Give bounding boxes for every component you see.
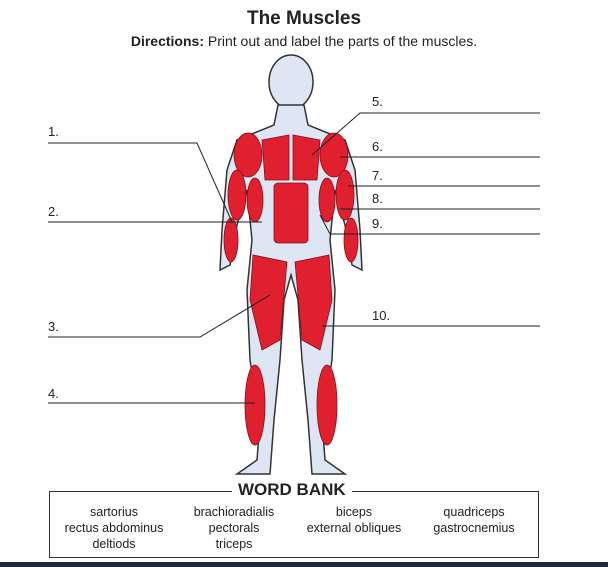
- directions-label: Directions:: [130, 33, 204, 49]
- word: sartorius: [90, 505, 138, 519]
- word: brachioradialis: [193, 505, 275, 519]
- word-bank: sartorius brachioradialis biceps quadric…: [49, 491, 539, 558]
- word: gastrocnemius: [433, 521, 515, 535]
- word-bank-title: WORD BANK: [232, 480, 352, 500]
- word: biceps: [335, 505, 373, 519]
- word: deltiods: [92, 537, 136, 551]
- label-8: 8.: [372, 191, 383, 206]
- bottom-bar: [0, 562, 608, 567]
- word: triceps: [215, 537, 253, 551]
- word: quadriceps: [443, 505, 505, 519]
- label-1: 1.: [48, 124, 59, 139]
- word: pectorals: [208, 521, 260, 535]
- label-6: 6.: [372, 139, 383, 154]
- directions: Directions: Print out and label the part…: [0, 33, 608, 49]
- directions-text: Print out and label the parts of the mus…: [203, 33, 478, 49]
- label-3: 3.: [48, 319, 59, 334]
- label-4: 4.: [48, 386, 59, 401]
- label-9: 9.: [372, 216, 383, 231]
- label-5: 5.: [372, 94, 383, 109]
- word: external obliques: [306, 521, 402, 535]
- label-7: 7.: [372, 168, 383, 183]
- page-title: The Muscles: [246, 8, 362, 29]
- leader-lines: [48, 112, 540, 404]
- label-10: 10.: [372, 308, 391, 323]
- label-2: 2.: [48, 204, 59, 219]
- word: rectus abdominus: [64, 521, 164, 535]
